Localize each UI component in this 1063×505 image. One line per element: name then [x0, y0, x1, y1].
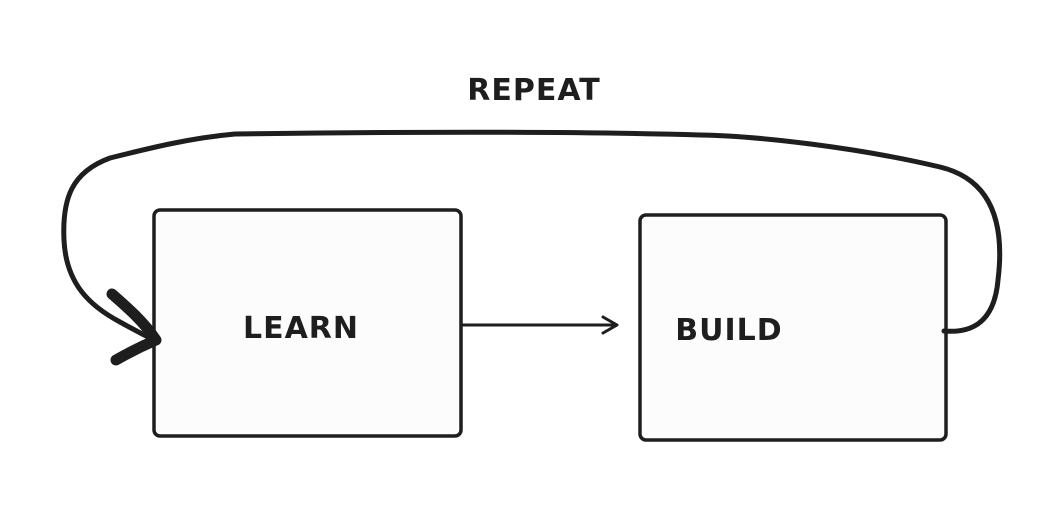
repeat-loop-arrow-head — [106, 288, 162, 366]
build-box[interactable] — [638, 213, 948, 442]
repeat-loop-line — [61, 129, 1003, 344]
learn-node[interactable]: LEARN — [152, 208, 463, 438]
repeat-loop-arrow[interactable] — [61, 129, 1003, 366]
learn-to-build-arrow-head — [601, 315, 619, 335]
learn-label: LEARN — [243, 311, 359, 346]
repeat-label: REPEAT — [467, 73, 600, 108]
build-node[interactable]: BUILD — [638, 213, 948, 442]
build-label: BUILD — [675, 313, 782, 348]
learn-box[interactable] — [152, 208, 463, 438]
learn-to-build-arrow[interactable] — [461, 315, 619, 335]
